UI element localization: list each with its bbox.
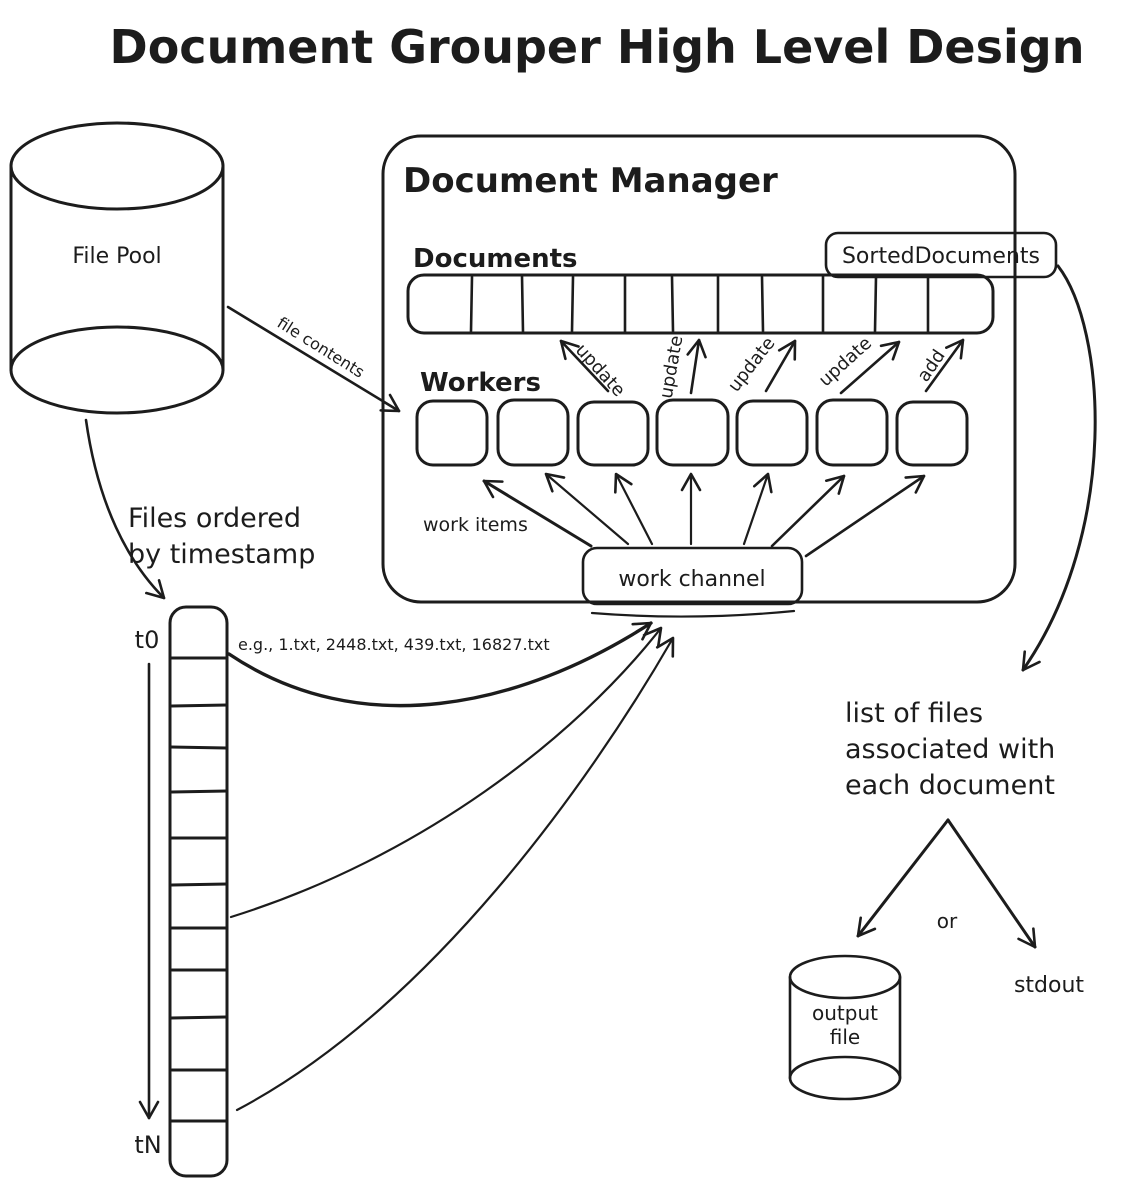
documents-cell-divider (570, 275, 575, 333)
work-channel-label: work channel (618, 567, 765, 592)
output-file-top-rim (788, 954, 902, 1000)
or-label: or (937, 909, 958, 933)
work-channel-to-worker-arrows (482, 472, 926, 558)
documents-cell-divider (760, 275, 765, 333)
output-file-label-line1: output (812, 1001, 878, 1025)
workers-label: Workers (420, 368, 541, 398)
worker-box (655, 398, 730, 467)
timeline-cell-divider (170, 789, 229, 794)
timeline-end-label: tN (134, 1131, 161, 1159)
workers-row (415, 398, 969, 467)
file-contents-arrow (226, 305, 401, 413)
timeline-cell-divider (170, 703, 229, 708)
timeline-cell-divider (169, 1015, 228, 1020)
output-file-cylinder: output file (788, 954, 902, 1101)
work-channel: work channel (581, 546, 804, 618)
worker-box (576, 400, 650, 467)
output-description-line2: associated with (845, 734, 1055, 765)
timeline-array (168, 605, 229, 1178)
add-arrow (924, 338, 965, 393)
documents-cell-divider (873, 275, 878, 333)
worker-box (496, 398, 570, 467)
timeline-array-outline (168, 605, 229, 1178)
branch-arrow-output-file (856, 818, 950, 938)
timeline-feed-arrow (235, 636, 675, 1112)
work-item-arrow (742, 472, 773, 546)
sorted-documents-box (824, 231, 1058, 279)
update-arrow (559, 339, 610, 393)
update-arrow (839, 340, 901, 395)
work-items-label: work items (423, 514, 528, 536)
worker-box (735, 399, 809, 467)
work-item-arrow (544, 472, 630, 546)
timeline-cell-divider (170, 882, 229, 887)
worker-box (815, 398, 889, 467)
branch-arrow-stdout (946, 818, 1037, 949)
document-manager-title: Document Manager (403, 161, 778, 201)
timeline-to-work-channel-arrows (227, 621, 675, 1112)
timeline-example-text: e.g., 1.txt, 2448.txt, 439.txt, 16827.tx… (238, 635, 550, 654)
sorted-documents-label: SortedDocuments (842, 244, 1040, 269)
file-pool-bottom-rim (9, 325, 225, 415)
documents-cell-divider (520, 274, 525, 334)
documents-array (406, 273, 995, 335)
timeline-feed-arrow (229, 626, 663, 919)
file-contents-arrow-label: file contents (274, 313, 368, 382)
update-arrow-label: update (815, 333, 876, 391)
documents-label: Documents (413, 244, 578, 274)
timeline-cell-divider (169, 745, 228, 750)
documents-cell-divider (469, 275, 474, 333)
page-title: Document Grouper High Level Design (110, 20, 1085, 74)
timeline-caption-line1: Files ordered (128, 503, 301, 534)
work-item-arrow (614, 472, 654, 546)
update-arrow-label: update (724, 333, 780, 396)
update-arrow-label: update (656, 334, 688, 400)
update-arrow (686, 338, 707, 395)
sorted-documents-output-arrow (1021, 264, 1097, 672)
output-description-line3: each document (845, 770, 1055, 801)
work-item-arrow (804, 474, 926, 558)
sorted-documents: SortedDocuments (824, 231, 1058, 279)
work-channel-box (581, 546, 804, 606)
file-pool-top-rim (9, 121, 225, 211)
worker-box (895, 400, 969, 467)
output-description-line1: list of files (845, 698, 983, 729)
documents-array-outline (406, 273, 995, 335)
timeline-caption-line2: by timestamp (128, 539, 315, 570)
output-file-bottom-rim (788, 1055, 902, 1101)
output-file-label-line2: file (830, 1025, 860, 1049)
update-arrow (764, 339, 797, 393)
file-pool-cylinder: File Pool (9, 121, 225, 415)
work-item-arrow (770, 474, 846, 548)
file-pool-to-timeline-arrow (84, 418, 166, 600)
update-arrow-label: update (571, 340, 629, 401)
timeline-start-label: t0 (135, 626, 160, 654)
file-pool-label: File Pool (72, 244, 161, 269)
document-manager-box (381, 134, 1017, 604)
timeline-feed-arrow (227, 621, 653, 708)
stdout-label: stdout (1014, 973, 1084, 998)
work-channel-sketch-line (590, 609, 796, 618)
documents-cell-divider (670, 275, 675, 333)
worker-box (415, 399, 489, 467)
worker-to-documents-arrows: update update update update add (559, 333, 965, 401)
work-item-arrow (482, 479, 593, 548)
